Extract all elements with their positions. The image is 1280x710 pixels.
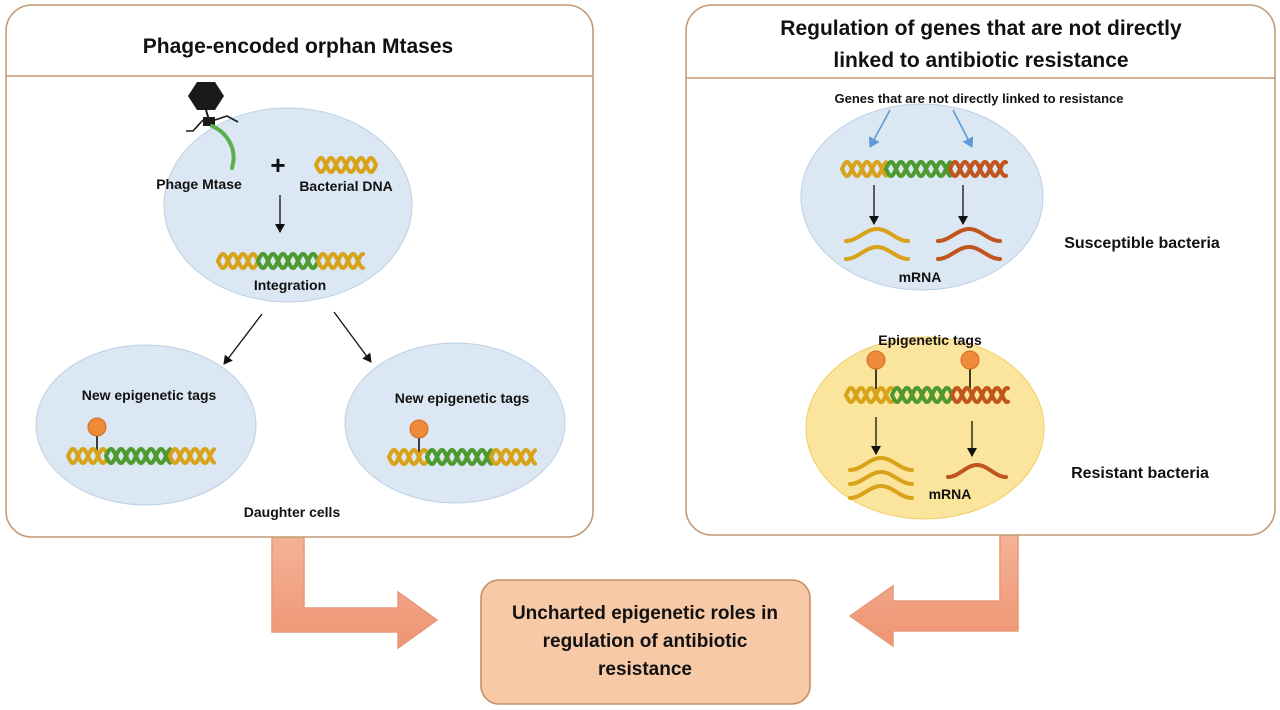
mrna-strand (848, 470, 914, 486)
daughter-cell-right (344, 342, 566, 504)
mrna-yellow (844, 227, 910, 261)
right-panel: Regulation of genes that are not directl… (685, 4, 1276, 536)
phage-mtase-label: Phage Mtase (156, 176, 242, 192)
dna-strand (948, 159, 1008, 179)
epigenetic-tag-icon (87, 417, 107, 452)
mrna-brown-single (946, 463, 1008, 479)
daughter-left-tags-label: New epigenetic tags (82, 387, 217, 403)
gene-pointer-arrow-left (869, 109, 891, 148)
resistant-cell (805, 336, 1045, 520)
daughter-left-dna (66, 446, 216, 466)
susceptible-cell (800, 103, 1044, 291)
genes-label: Genes that are not directly linked to re… (835, 91, 1124, 106)
mrna-strand (848, 484, 914, 500)
split-arrow-right (333, 311, 372, 363)
result-line2: regulation of antibiotic (543, 631, 748, 652)
resistant-label: Resistant bacteria (1071, 465, 1209, 482)
epigenetic-tag-icon (960, 350, 980, 389)
mrna-strand (946, 463, 1008, 479)
epigenetic-tags-label: Epigenetic tags (878, 332, 982, 348)
mrna-yellow-multiple (848, 456, 914, 500)
mrna-strand (936, 227, 1002, 243)
dna-strand (387, 447, 429, 467)
daughter-right-dna (387, 447, 537, 467)
phage-icon (186, 82, 239, 170)
mrna-label-top: mRNA (899, 269, 942, 285)
bacterial-dna-label: Bacterial DNA (299, 178, 392, 194)
daughter-right-tags-label: New epigenetic tags (395, 390, 530, 406)
result-box: Uncharted epigenetic roles in regulation… (480, 579, 811, 705)
daughter-cells-label: Daughter cells (244, 504, 341, 520)
bacterial-dna-icon (314, 155, 378, 175)
dna-strand (844, 385, 894, 405)
dna-strand (890, 385, 954, 405)
integrated-dna (216, 251, 365, 271)
dna-strand (884, 159, 952, 179)
left-connector-arrow (271, 529, 439, 650)
plus-sign: + (270, 150, 285, 180)
dna-strand (489, 447, 537, 467)
dna-strand (840, 159, 888, 179)
gene-pointer-arrow-right (952, 109, 974, 148)
mrna-strand (844, 245, 910, 261)
right-panel-title-line2: linked to antibiotic resistance (833, 49, 1128, 72)
epigenetic-tag-icon (409, 419, 429, 454)
result-line1: Uncharted epigenetic roles in (512, 603, 778, 624)
dna-strand (314, 155, 378, 175)
susceptible-label: Susceptible bacteria (1064, 235, 1220, 252)
dna-strand (168, 446, 216, 466)
epigenetic-tag-icon (866, 350, 886, 389)
right-panel-title-line1: Regulation of genes that are not directl… (780, 17, 1182, 40)
left-panel-title: Phage-encoded orphan Mtases (143, 35, 453, 58)
split-arrow-left (223, 313, 263, 365)
left-panel: Phage-encoded orphan Mtases Phage Mtase … (5, 4, 594, 538)
result-line3: resistance (598, 659, 692, 680)
mrna-strand (844, 227, 910, 243)
mrna-strand (936, 245, 1002, 261)
dna-strand (950, 385, 1010, 405)
right-connector-arrow (848, 527, 1019, 648)
host-cell (163, 107, 413, 303)
dna-strand (316, 251, 365, 271)
dna-strand (840, 159, 888, 179)
dna-strand (844, 385, 894, 405)
dna-strand (489, 447, 537, 467)
dna-strand (66, 446, 108, 466)
dna-strand (168, 446, 216, 466)
mrna-label-bottom: mRNA (929, 486, 972, 502)
dna-strand (104, 446, 172, 466)
daughter-cell-left (35, 344, 257, 506)
susceptible-dna (840, 159, 1008, 179)
dna-strand (216, 251, 260, 271)
dna-strand (425, 447, 493, 467)
dna-strand (316, 251, 365, 271)
mrna-brown (936, 227, 1002, 261)
dna-strand (256, 251, 320, 271)
resistant-dna (844, 385, 1010, 405)
mrna-strand (848, 456, 914, 472)
integration-label: Integration (254, 277, 326, 293)
